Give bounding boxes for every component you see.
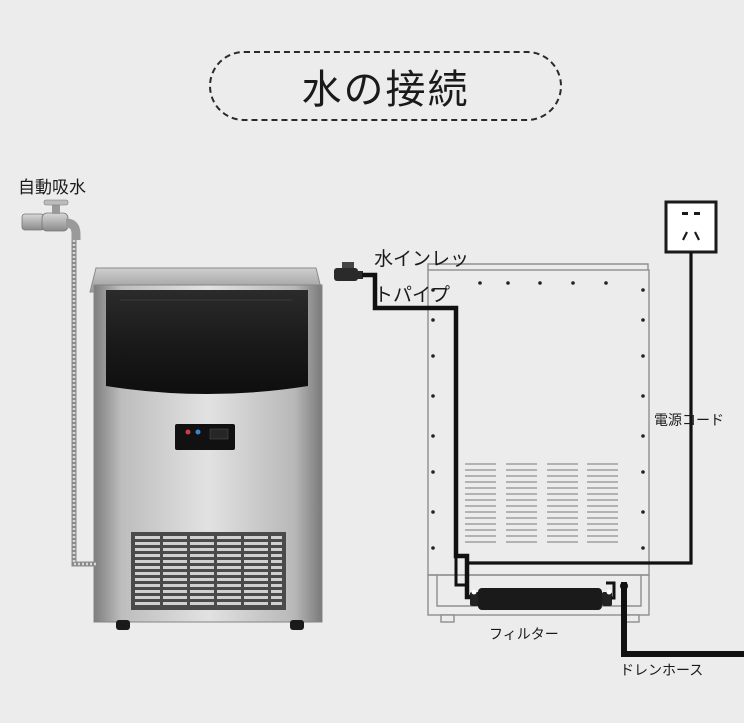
grille-slot (135, 554, 282, 557)
grille-slot (135, 542, 282, 545)
rivet (641, 434, 645, 438)
drain-hose-label: ドレンホース (620, 663, 704, 679)
rivet (431, 434, 435, 438)
rivet (506, 281, 510, 285)
rivet (641, 470, 645, 474)
title-box: 水の接続 (209, 51, 562, 121)
faucet-icon (21, 199, 81, 240)
outline-vent-slots (465, 463, 618, 543)
power-outlet-icon (664, 200, 718, 254)
grille-slot (135, 596, 282, 599)
grille-slot (135, 566, 282, 569)
machine-outline-schematic (427, 263, 650, 623)
grille-slot (135, 578, 282, 581)
outline-rivets (431, 281, 645, 550)
grille-divider (160, 532, 163, 610)
auto-water-hose (71, 240, 96, 567)
power-cord-line (466, 252, 693, 565)
rivet (431, 288, 435, 292)
grille-divider (268, 532, 271, 610)
water-inlet-label-line2: トパイプ (374, 284, 451, 306)
grille-slot (135, 548, 282, 551)
grille-slot (135, 590, 282, 593)
grille-slot (135, 602, 282, 605)
grille-slot (135, 572, 282, 575)
grille-slot (135, 536, 282, 539)
power-cord-label: 電源コード (654, 413, 724, 429)
grille-divider (187, 532, 190, 610)
ice-machine-illustration (89, 267, 323, 630)
rivet (641, 354, 645, 358)
rivet (641, 546, 645, 550)
rivet (431, 510, 435, 514)
rivet (641, 394, 645, 398)
rivet (431, 394, 435, 398)
grille-slot (135, 584, 282, 587)
water-inlet-label-line1: 水インレッ (374, 248, 470, 270)
rivet (431, 546, 435, 550)
grille-divider (214, 532, 217, 610)
rivet (431, 354, 435, 358)
filter-label: フィルター (489, 627, 559, 643)
drain-hose-line (621, 582, 744, 657)
water-inlet-pipe (362, 272, 480, 600)
auto-water-label: 自動吸水 (18, 178, 86, 198)
grille-divider (241, 532, 244, 610)
grille-slot (135, 560, 282, 563)
inlet-tap-icon (334, 262, 363, 281)
rivet (641, 510, 645, 514)
machine-vent-grille (135, 532, 282, 610)
rivet (604, 281, 608, 285)
rivet (641, 318, 645, 322)
page-title: 水の接続 (301, 67, 470, 113)
rivet (478, 281, 482, 285)
rivet (538, 281, 542, 285)
rivet (431, 318, 435, 322)
rivet (431, 470, 435, 474)
rivet (641, 288, 645, 292)
rivet (571, 281, 575, 285)
filter-icon (470, 588, 612, 610)
